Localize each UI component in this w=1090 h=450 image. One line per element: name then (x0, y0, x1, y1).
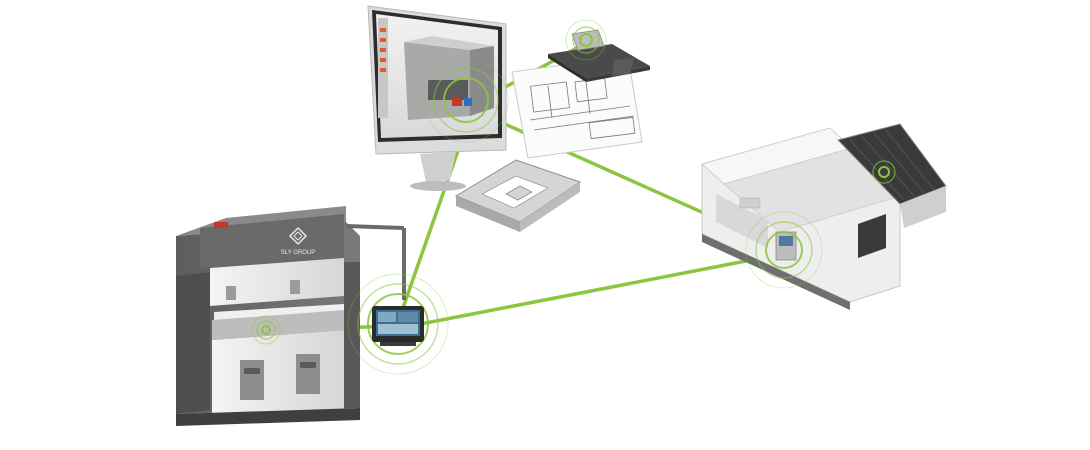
wireless-signal-icon (872, 160, 896, 184)
link-monitor-to-tablet (396, 126, 468, 324)
cad-workstation-monitor (367, 5, 509, 191)
wireless-signal-icon (745, 211, 823, 289)
sheet-metal-part (548, 19, 650, 82)
technical-drawing (511, 55, 643, 159)
sheet-metal-part (454, 159, 582, 232)
press-brake-machine: SLY GROUP (176, 206, 406, 426)
wireless-signal-icon (251, 315, 281, 345)
wireless-signal-icon (565, 19, 607, 61)
wireless-signal-icon (423, 57, 509, 143)
brand-logo: SLY GROUP (281, 226, 315, 256)
link-tablet-to-laser (398, 252, 784, 330)
control-tablet (347, 273, 449, 375)
brand-logo-text: SLY GROUP (281, 250, 315, 256)
laser-cutting-machine (700, 123, 947, 310)
wireless-signal-icon (347, 273, 449, 375)
